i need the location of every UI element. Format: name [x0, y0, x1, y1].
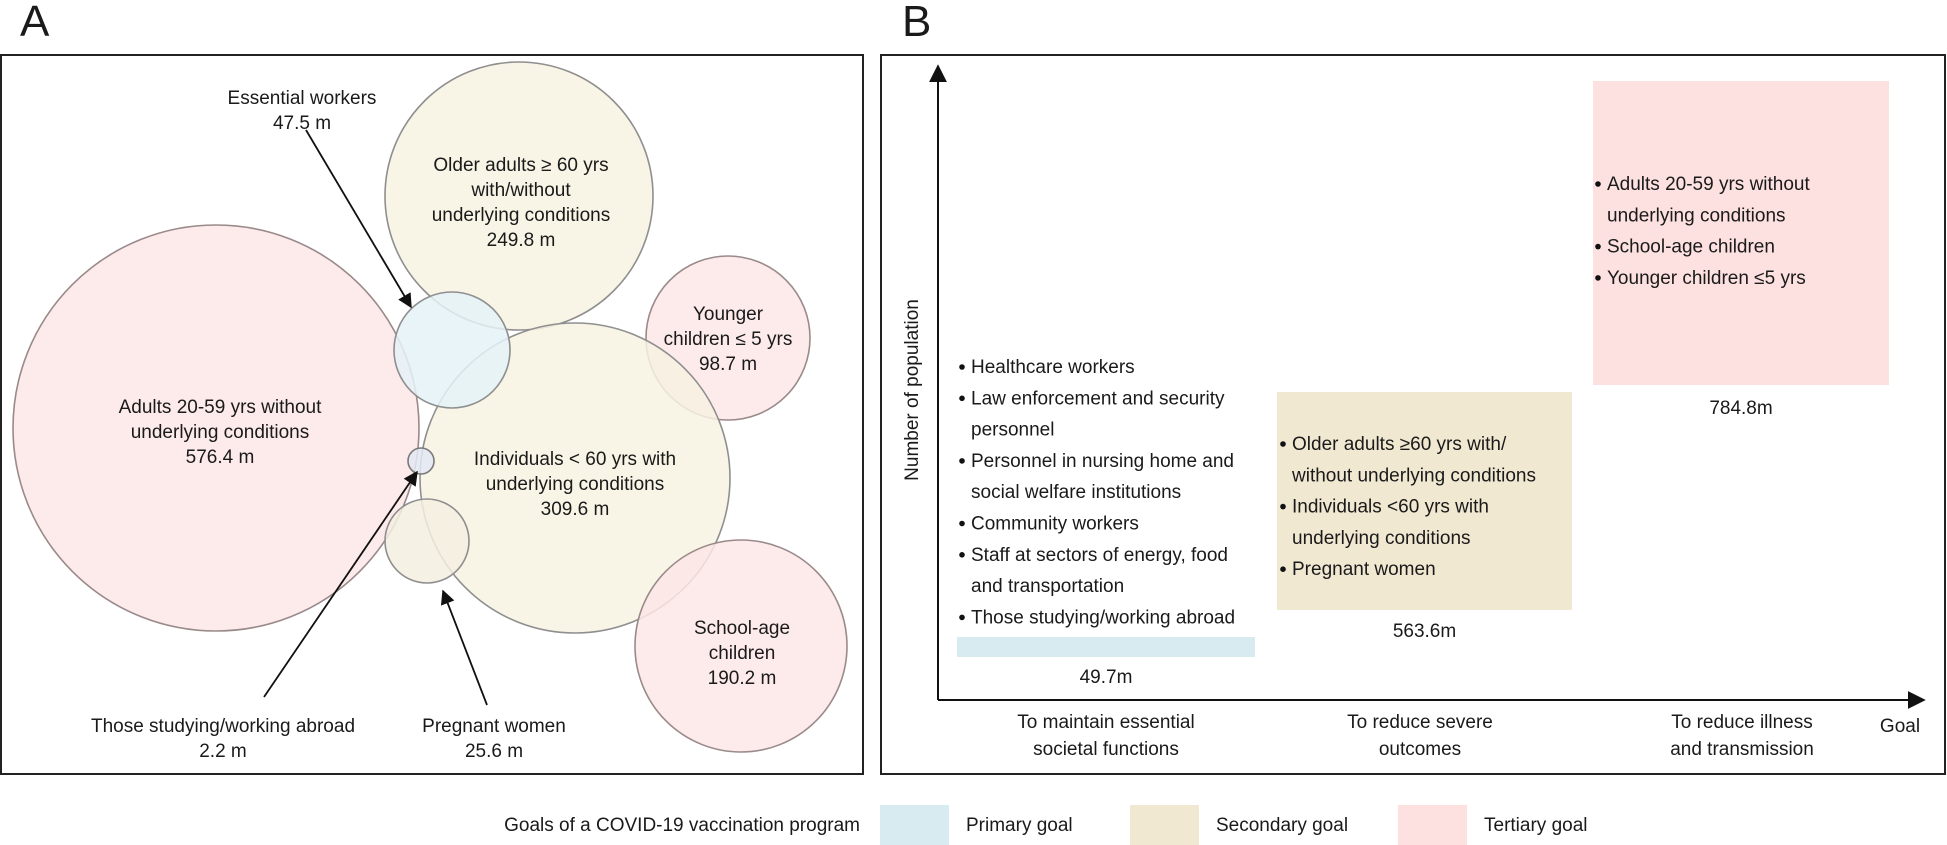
bubble-label-pregnant: 25.6 m: [465, 741, 523, 762]
legend-swatch-1: [1130, 805, 1199, 845]
bubble-label-older: with/without: [470, 180, 571, 201]
legend: Goals of a COVID-19 vaccination program P…: [504, 805, 1588, 845]
bullet-dot: [1280, 566, 1286, 572]
bubble-label-individuals: Individuals < 60 yrs with: [474, 449, 676, 470]
bubble-label-younger: 98.7 m: [699, 354, 757, 375]
bullet-dot: [959, 395, 965, 402]
goal-bullet-primary: Personnel in nursing home and: [971, 451, 1234, 472]
bullet-dot: [1280, 503, 1286, 510]
x-axis-label: Goal: [1880, 716, 1920, 737]
bubble-label-abroad: 2.2 m: [199, 741, 247, 762]
legend-swatch-0: [880, 805, 949, 845]
bubble-adults: [12, 224, 420, 632]
bullet-dot: [1595, 243, 1601, 250]
panel-a-letter: A: [20, 0, 50, 46]
bubble-older: [384, 61, 654, 331]
bullet-dot: [959, 614, 965, 621]
goal-bullet-tertiary: underlying conditions: [1607, 205, 1786, 226]
legend-label-2: Tertiary goal: [1484, 815, 1588, 836]
goal-category-primary: societal functions: [1033, 739, 1179, 760]
arrow-studying-abroad: [263, 470, 418, 698]
arrow-essential-workers: [305, 129, 412, 309]
bullet-dot: [1595, 181, 1601, 187]
bubble-label-younger: children ≤ 5 yrs: [664, 329, 793, 350]
goal-bullet-primary: personnel: [971, 420, 1054, 441]
bubble-label-abroad: Those studying/working abroad: [91, 716, 355, 737]
bubble-label-school: children: [709, 643, 776, 664]
goal-bullet-primary: and transportation: [971, 576, 1124, 597]
legend-swatch-2: [1398, 805, 1467, 845]
goal-bullet-primary: Those studying/working abroad: [971, 607, 1235, 628]
bubble-individuals: [419, 322, 731, 634]
bubble-label-pregnant: Pregnant women: [422, 716, 566, 737]
bubble-pregnant: [384, 498, 470, 584]
goal-bullet-secondary: Individuals <60 yrs with: [1292, 497, 1489, 518]
legend-label-1: Secondary goal: [1216, 815, 1348, 836]
bubble-label-older: underlying conditions: [432, 205, 611, 226]
arrow-pregnant-women: [440, 589, 488, 706]
bullet-dot: [959, 552, 965, 558]
bubble-label-younger: Younger: [693, 304, 764, 325]
bubble-label-school: 190.2 m: [708, 668, 777, 689]
bubble-label-essential: Essential workers: [228, 88, 377, 109]
bubble-label-adults: 576.4 m: [186, 447, 255, 468]
goal-category-tertiary: and transmission: [1670, 739, 1814, 760]
goal-bullet-secondary: without underlying conditions: [1291, 465, 1536, 486]
bullet-dot: [959, 520, 965, 527]
goal-category-secondary: outcomes: [1379, 739, 1461, 760]
bubble-essential: [393, 291, 511, 409]
goal-bar-tertiary: [1593, 81, 1889, 385]
bubble-label-school: School-age: [694, 618, 790, 639]
goal-bullet-secondary: underlying conditions: [1292, 528, 1471, 549]
goal-population-secondary: 563.6m: [1393, 621, 1456, 642]
goal-population-primary: 49.7m: [1080, 667, 1133, 688]
bubble-label-individuals: underlying conditions: [486, 474, 665, 495]
bullet-dot: [959, 364, 965, 370]
panel-a-bubble-diagram: Adults 20-59 yrs without underlying condi…: [12, 61, 848, 762]
goal-category-tertiary: To reduce illness: [1671, 712, 1813, 733]
bubble-label-adults: underlying conditions: [131, 422, 310, 443]
goal-category-secondary: To reduce severe: [1347, 712, 1493, 733]
bubble-label-adults: Adults 20-59 yrs without: [119, 397, 322, 418]
bubble-label-essential: 47.5 m: [273, 113, 331, 134]
goal-bullet-primary: Community workers: [971, 514, 1139, 535]
goal-bullet-primary: Law enforcement and security: [971, 388, 1225, 409]
goal-bullet-primary: Staff at sectors of energy, food: [971, 545, 1228, 566]
goal-bar-secondary: [1277, 392, 1572, 610]
goal-bullet-primary: social welfare institutions: [971, 482, 1181, 503]
goal-bullet-secondary: Older adults ≥60 yrs with/: [1292, 434, 1507, 455]
legend-title: Goals of a COVID-19 vaccination program: [504, 815, 860, 836]
goal-bullet-primary: Healthcare workers: [971, 357, 1135, 378]
bubble-abroad: [407, 447, 435, 475]
panel-b-frame: [880, 54, 1946, 775]
goal-bullet-tertiary: Younger children ≤5 yrs: [1607, 268, 1806, 289]
goal-bar-primary: [957, 637, 1255, 657]
bubble-label-individuals: 309.6 m: [541, 499, 610, 520]
bubble-label-older: Older adults ≥ 60 yrs: [433, 155, 608, 176]
panel-b-letter: B: [902, 0, 931, 46]
bubble-school: [634, 539, 848, 753]
goal-category-primary: To maintain essential: [1017, 712, 1194, 733]
goal-population-tertiary: 784.8m: [1709, 398, 1772, 419]
goal-bullet-tertiary: School-age children: [1607, 237, 1775, 258]
bubble-label-older: 249.8 m: [487, 230, 556, 251]
legend-label-0: Primary goal: [966, 815, 1073, 836]
panel-a-frame: [0, 54, 864, 775]
goal-bullet-secondary: Pregnant women: [1292, 559, 1436, 580]
bullet-dot: [1595, 275, 1601, 281]
goal-bullet-tertiary: Adults 20-59 yrs without: [1607, 174, 1810, 195]
bullet-dot: [1280, 441, 1286, 447]
y-axis-label: Number of population: [902, 299, 923, 481]
bullet-dot: [959, 458, 965, 464]
